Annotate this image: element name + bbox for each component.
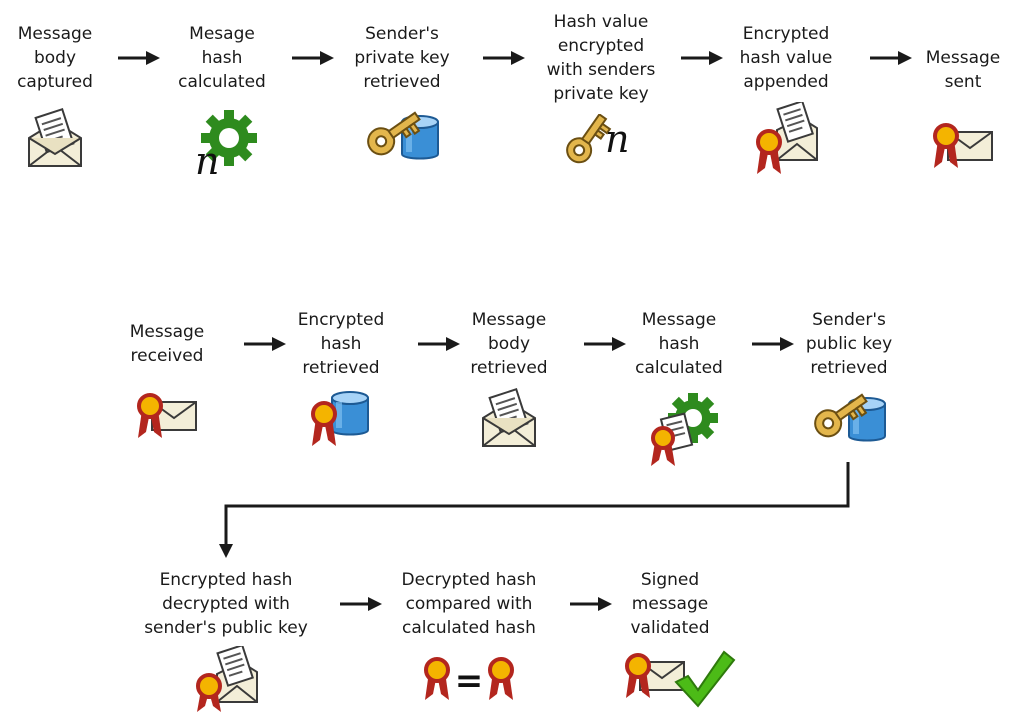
step-message-body-captured: Message body captured: [0, 22, 120, 182]
step-message-sent: Message sent: [905, 46, 1021, 206]
step-message-received: Message received: [107, 320, 227, 480]
step-label: Hash value encrypted with senders privat…: [546, 12, 656, 104]
arrow-right: [752, 336, 794, 351]
ribbon-envelope-icon: [905, 116, 1021, 186]
step-mesage-hash-calculated: Mesage hash calculated n: [157, 22, 287, 182]
arrow-right: [340, 596, 382, 611]
key-database-icon: [337, 106, 467, 176]
key-hash-icon: n: [536, 114, 666, 184]
arrow-right: [870, 50, 912, 65]
arrow-right: [570, 596, 612, 611]
step-hash-value-encrypted: Hash value encrypted with senders privat…: [536, 10, 666, 170]
ribbon-envelope-check-icon: [600, 646, 760, 716]
step-senders-public-key-retrieved: Sender's public key retrieved: [784, 308, 914, 468]
ribbon-database-icon: [276, 388, 406, 458]
ribbon-document-icon: [721, 102, 851, 174]
step-label: Decrypted hash compared with calculated …: [401, 570, 537, 638]
step-label: Sender's public key retrieved: [805, 310, 893, 378]
step-label: Encrypted hash decrypted with sender's p…: [144, 570, 308, 638]
ribbon-envelope-document-icon: [136, 646, 316, 716]
step-label: Encrypted hash value appended: [739, 24, 833, 92]
step-label: Sender's private key retrieved: [354, 24, 450, 92]
arrow-right: [681, 50, 723, 65]
gear-hash-icon: n: [157, 108, 287, 178]
svg-text:=: =: [455, 661, 484, 701]
step-encrypted-hash-value-appended: Encrypted hash value appended: [721, 22, 851, 182]
step-message-body-retrieved: Message body retrieved: [444, 308, 574, 468]
arrow-right: [584, 336, 626, 351]
envelope-document-icon: [444, 388, 574, 458]
svg-text:n: n: [195, 139, 219, 178]
step-senders-private-key-retrieved: Sender's private key retrieved: [337, 22, 467, 182]
step-label: Signed message validated: [630, 570, 710, 638]
ribbon-document-gear-icon: [614, 388, 744, 466]
key-database-icon: [784, 388, 914, 458]
step-encrypted-hash-retrieved: Encrypted hash retrieved: [276, 308, 406, 468]
arrow-right: [292, 50, 334, 65]
step-label: Message hash calculated: [635, 310, 723, 378]
arrow-right: [418, 336, 460, 351]
envelope-document-icon: [0, 108, 120, 178]
arrow-right: [118, 50, 160, 65]
arrow-right: [244, 336, 286, 351]
step-label: Message sent: [925, 48, 1001, 92]
step-label: Message body retrieved: [470, 310, 548, 378]
step-decrypted-hash-compared: Decrypted hash compared with calculated …: [379, 568, 559, 728]
connector-arrow: [219, 462, 850, 558]
step-signed-message-validated: Signed message validated: [600, 568, 740, 728]
step-label: Encrypted hash retrieved: [297, 310, 385, 378]
step-encrypted-hash-decrypted: Encrypted hash decrypted with sender's p…: [136, 568, 316, 728]
step-label: Message body captured: [17, 24, 93, 92]
step-message-hash-calculated: Message hash calculated: [614, 308, 744, 468]
step-label: Mesage hash calculated: [178, 24, 266, 92]
ribbon-equals-ribbon-icon: =: [379, 656, 559, 726]
ribbon-envelope-icon: [107, 386, 227, 456]
svg-text:n: n: [605, 117, 629, 161]
arrow-right: [483, 50, 525, 65]
step-label: Message received: [129, 322, 205, 366]
